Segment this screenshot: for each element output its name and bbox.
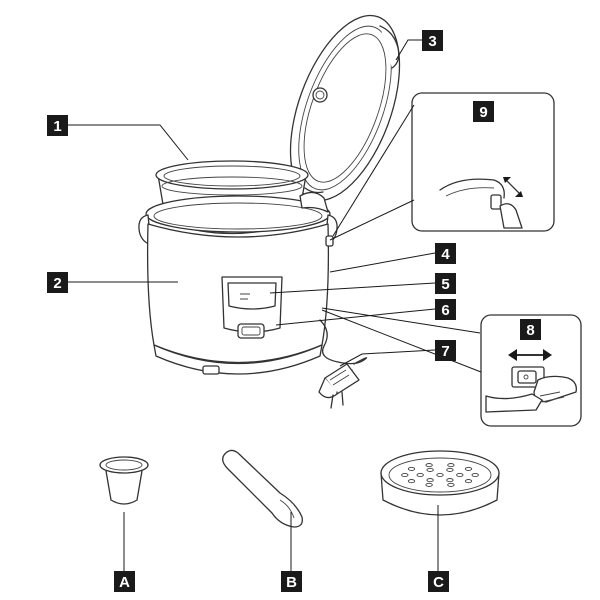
tray-hole	[436, 472, 444, 478]
detail-switch	[480, 314, 582, 427]
tray-hole	[425, 482, 433, 487]
mode-switch[interactable]	[237, 323, 265, 339]
label-6: 6	[435, 299, 456, 320]
tray-hole	[446, 467, 454, 472]
cooker-body	[138, 191, 338, 375]
tray-holes	[401, 463, 479, 487]
svg-text:C: C	[433, 574, 444, 591]
tray-hole	[416, 472, 424, 478]
label-1: 1	[47, 115, 68, 136]
svg-text:A: A	[119, 574, 130, 591]
label-9: 9	[473, 101, 494, 122]
svg-text:4: 4	[441, 246, 450, 263]
double-arrow-icon	[508, 349, 552, 361]
lid	[289, 14, 401, 202]
label-b: B	[281, 571, 302, 592]
label-a: A	[114, 571, 135, 592]
svg-text:2: 2	[53, 275, 61, 292]
tray-hole	[426, 467, 434, 472]
tray-hole	[447, 463, 455, 468]
label-7: 7	[435, 340, 456, 361]
tray-hole	[464, 479, 473, 484]
svg-text:9: 9	[479, 104, 487, 121]
tray-hole	[471, 472, 479, 478]
rice-spoon	[222, 449, 303, 528]
detail-lid-release	[411, 92, 555, 232]
tray-hole	[401, 472, 409, 478]
callout-lines	[68, 39, 482, 571]
power-cord	[318, 319, 368, 409]
double-arrow-icon	[503, 177, 523, 197]
tray-hole	[447, 482, 455, 487]
tray-hole	[425, 463, 433, 468]
label-8: 8	[520, 319, 541, 340]
tray-hole	[446, 478, 454, 483]
label-5: 5	[435, 273, 456, 294]
svg-text:1: 1	[53, 118, 61, 135]
tray-hole	[407, 479, 416, 484]
steam-tray	[380, 450, 500, 516]
tray-hole	[426, 478, 434, 483]
svg-text:7: 7	[441, 343, 449, 360]
svg-text:3: 3	[428, 33, 436, 50]
label-c: C	[428, 571, 449, 592]
label-3: 3	[422, 30, 443, 51]
plug-icon	[318, 363, 360, 409]
tray-hole	[407, 466, 416, 471]
tray-hole	[464, 466, 473, 471]
svg-text:6: 6	[441, 302, 449, 319]
svg-text:5: 5	[441, 276, 449, 293]
label-2: 2	[47, 272, 68, 293]
svg-text:B: B	[286, 574, 297, 591]
measuring-cup	[99, 456, 149, 505]
tray-hole	[456, 472, 464, 478]
steam-vent-icon	[312, 87, 328, 103]
svg-text:8: 8	[526, 322, 534, 339]
label-4: 4	[435, 243, 456, 264]
